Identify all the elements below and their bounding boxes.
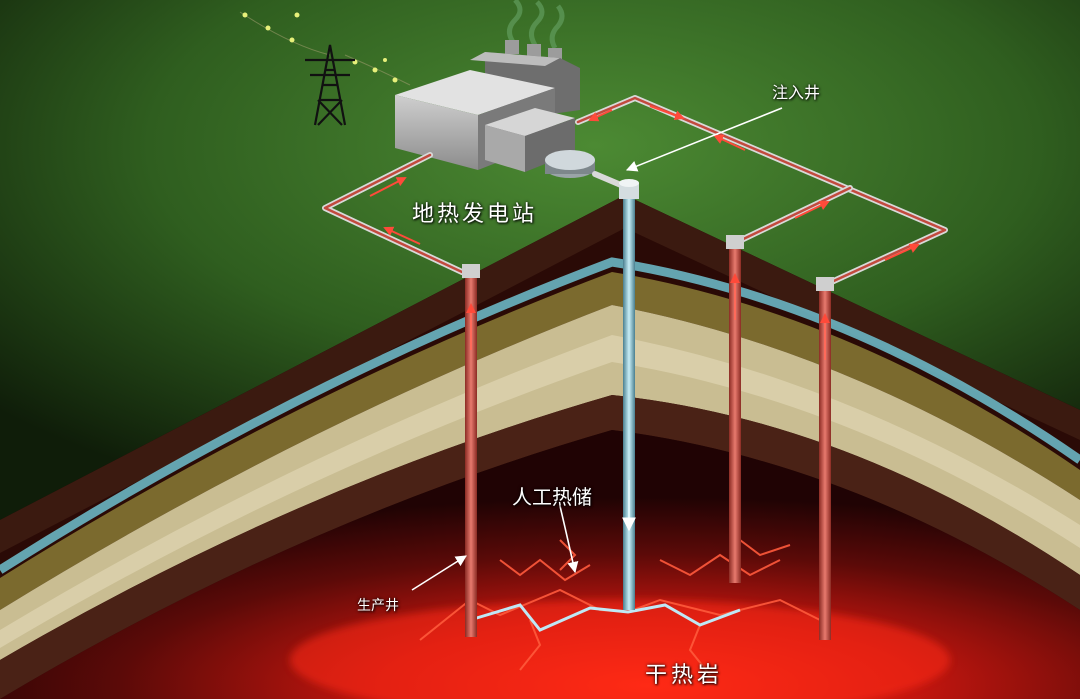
injection-pointer-arrow: [625, 107, 783, 172]
steam-icon: [507, 0, 565, 50]
aquifer-layer: [0, 257, 1080, 574]
dark-rock-layer: [0, 395, 1080, 699]
ground-surface: [0, 0, 1080, 520]
hot-glow: [290, 600, 950, 699]
production-well-label: 生产井: [357, 598, 399, 614]
power-station-label: 地热发电站: [412, 202, 538, 227]
fracture-core: [469, 603, 741, 632]
label-arrows: [411, 107, 783, 591]
artificial-reservoir-label: 人工热储: [512, 485, 592, 509]
well-up-arrows: [466, 273, 830, 360]
injection-well-label: 注入井: [772, 83, 821, 102]
power-lines: [239, 11, 411, 86]
olive-layer: [0, 272, 1080, 610]
power-plant-icon: [395, 40, 595, 178]
surface-pipes: [322, 95, 948, 288]
power-tower-icon: [305, 44, 355, 126]
production-wells: [462, 235, 834, 640]
reservoir-pointer-arrow: [559, 505, 579, 574]
flow-arrows: [369, 105, 920, 261]
topsoil-layer: [0, 195, 1080, 553]
hot-dry-rock-label: 干热岩: [645, 663, 724, 688]
production-pointer-arrow: [411, 555, 467, 591]
injection-well: [619, 179, 639, 610]
light-dots: [242, 12, 398, 83]
